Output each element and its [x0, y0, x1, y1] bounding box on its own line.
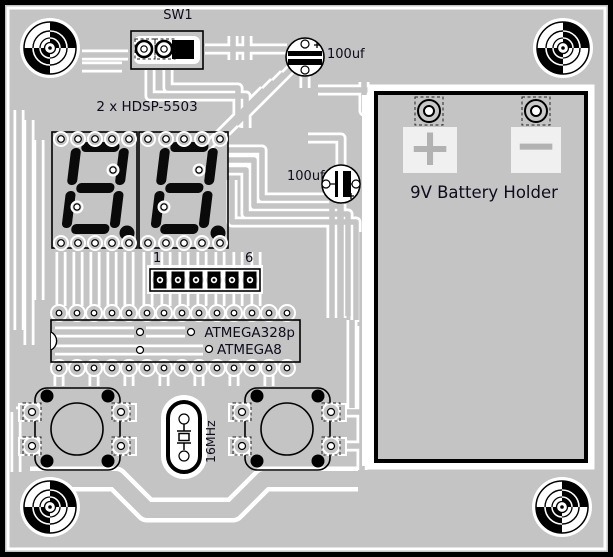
mounting-hole-top-left: [19, 17, 81, 79]
header-pin6-label: 6: [245, 251, 254, 266]
mounting-hole-top-right: [532, 17, 594, 79]
polarity-plus-mark: [314, 42, 320, 48]
pin-header: [147, 265, 263, 294]
crystal-label: 16MHz: [203, 420, 218, 463]
mcu-notch: [50, 331, 58, 351]
header-pin1-label: 1: [153, 251, 162, 266]
sw1-label: SW1: [163, 8, 193, 23]
sw1-jumper-cap: [172, 40, 194, 59]
battery-holder: [367, 84, 595, 470]
battery-plus-symbol: +: [408, 118, 452, 178]
mcu-label-primary: ATMEGA328p: [204, 325, 295, 341]
seven-segment-display-left: [51, 131, 138, 251]
seven-segment-display-right: [138, 131, 229, 251]
battery-positive-patch: [403, 127, 457, 173]
capacitor-top-100uf: [285, 37, 325, 77]
battery-negative-patch: [511, 127, 561, 173]
polarity-plus-mark: [348, 193, 354, 199]
battery-terminal-positive: [414, 96, 444, 126]
mcu-socket: [50, 304, 301, 377]
capacitor-mid-label: 100uf: [287, 169, 325, 184]
mounting-hole-bottom-right: [531, 476, 593, 538]
capacitor-top-label: 100uf: [327, 47, 365, 62]
crystal-16mhz: [161, 395, 207, 479]
capacitor-mid-100uf: [321, 164, 361, 204]
mcu-label-secondary: ATMEGA8: [217, 342, 282, 358]
board-clearance-margin: [6, 6, 607, 551]
battery-holder-label: 9V Battery Holder: [410, 183, 558, 202]
battery-terminal-negative: [521, 96, 551, 126]
battery-minus-symbol: −: [514, 116, 558, 176]
mounting-hole-bottom-left: [19, 476, 81, 538]
displays-label: 2 x HDSP-5503: [96, 99, 198, 115]
jumper-sw1: [130, 30, 204, 70]
